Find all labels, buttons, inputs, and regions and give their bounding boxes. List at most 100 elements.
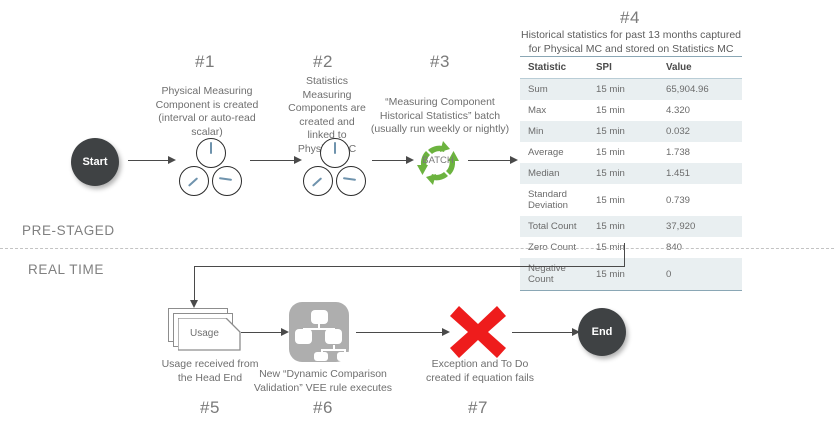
table-row: Negative Count 15 min 0 — [520, 258, 742, 291]
arrowhead-usage-to-vee — [281, 328, 289, 336]
cell-spi: 15 min — [596, 221, 625, 232]
cell-statistic: Sum — [528, 84, 548, 95]
step-number-1: #1 — [195, 52, 215, 71]
start-node: Start — [71, 138, 119, 186]
meter-icon — [320, 138, 350, 168]
cell-value: 4.320 — [666, 105, 691, 116]
step-number-5: #5 — [200, 398, 220, 417]
step-description-6: New “Dynamic Comparison Validation” VEE … — [253, 368, 393, 394]
cell-value: 1.738 — [666, 147, 691, 158]
cell-spi: 15 min — [596, 194, 625, 206]
step-number-4: #4 — [620, 8, 640, 27]
end-node-label: End — [591, 326, 613, 338]
statistics-table: Statistic SPI Value Sum 15 min 65,904.96… — [520, 56, 742, 291]
step-number-6: #6 — [313, 398, 333, 417]
usage-doc-front — [178, 318, 241, 351]
band-label-real-time: REAL TIME — [28, 262, 104, 277]
vee-link — [344, 349, 346, 354]
step-number-2: #2 — [313, 52, 333, 71]
step-description-3: “Measuring Component Historical Statisti… — [370, 96, 510, 135]
cell-statistic: Median — [528, 168, 560, 179]
cell-spi: 15 min — [596, 147, 625, 158]
connector-batch-to-table — [468, 160, 512, 162]
batch-recycle-icon: BATCH — [412, 138, 464, 188]
meter-icon — [179, 166, 209, 196]
table-header-row: Statistic SPI Value — [520, 56, 742, 79]
step-number-7: #7 — [468, 398, 488, 417]
step-description-5: Usage received from the Head End — [161, 358, 259, 384]
statistics-table-wrapper: Statistic SPI Value Sum 15 min 65,904.96… — [520, 56, 742, 291]
band-label-pre-staged: PRE-STAGED — [22, 223, 115, 238]
vee-node-root — [311, 310, 328, 324]
batch-recycle-svg — [417, 141, 459, 185]
cell-spi: 15 min — [596, 126, 625, 137]
table-row: Average 15 min 1.738 — [520, 142, 742, 163]
cell-spi: 15 min — [596, 105, 625, 116]
arrowhead-to-usage — [190, 300, 198, 308]
cell-value: 65,904.96 — [666, 84, 709, 95]
cell-value: 1.451 — [666, 168, 691, 179]
cell-spi: 15 min — [596, 84, 625, 95]
cell-value: 0 — [666, 268, 672, 280]
vee-link — [333, 345, 335, 351]
meter-icon — [303, 166, 333, 196]
vee-link — [318, 322, 320, 330]
vee-node-leaf-left — [314, 352, 328, 361]
cell-spi: 15 min — [596, 168, 625, 179]
cell-value: 0.739 — [666, 194, 691, 206]
connector-start-to-step1 — [128, 160, 170, 162]
cell-statistic: Negative Count — [528, 263, 566, 285]
table-row: Total Count 15 min 37,920 — [520, 216, 742, 237]
table-row: Min 15 min 0.032 — [520, 121, 742, 142]
connector-table-down — [624, 243, 626, 267]
cell-statistic: Average — [528, 147, 564, 158]
cell-statistic: Min — [528, 126, 544, 137]
connector-step1-to-step2 — [250, 160, 296, 162]
vee-link — [321, 349, 346, 351]
usage-doc-label: Usage — [190, 328, 219, 339]
column-header-spi: SPI — [596, 62, 612, 73]
connector-step2-to-batch — [372, 160, 408, 162]
exception-x-icon — [450, 306, 506, 363]
table-row: Median 15 min 1.451 — [520, 163, 742, 184]
table-row: Zero Count 15 min 840 — [520, 237, 742, 258]
cell-spi: 15 min — [596, 242, 625, 253]
arrowhead-vee-to-exception — [442, 328, 450, 336]
connector-to-usage-vertical — [194, 266, 196, 302]
table-header: Statistic SPI Value — [520, 56, 742, 79]
column-header-value: Value — [666, 62, 692, 73]
vee-node-right — [325, 329, 342, 344]
vee-node-left — [295, 329, 312, 344]
cell-spi: 15 min — [596, 268, 625, 280]
vee-link — [321, 349, 323, 354]
connector-vee-to-exception — [356, 332, 444, 334]
meter-icon — [336, 166, 366, 196]
meter-icon — [196, 138, 226, 168]
arrowhead-step2-to-batch — [406, 156, 414, 164]
end-node: End — [578, 308, 626, 356]
table-row: Sum 15 min 65,904.96 — [520, 78, 742, 100]
vee-node-leaf-right — [337, 352, 351, 361]
cell-statistic: Total Count — [528, 221, 577, 232]
arrowhead-start-to-step1 — [168, 156, 176, 164]
batch-label: BATCH — [422, 155, 454, 166]
step-description-1: Physical Measuring Component is created … — [155, 85, 259, 138]
cell-statistic: Standard Deviation — [528, 189, 568, 211]
connector-usage-to-vee — [241, 332, 283, 334]
arrowhead-exception-to-end — [572, 328, 580, 336]
table-row: Max 15 min 4.320 — [520, 100, 742, 121]
meter-cluster-1 — [176, 138, 244, 198]
vee-rule-icon — [289, 302, 351, 362]
cell-statistic: Zero Count — [528, 242, 576, 253]
meter-cluster-2 — [300, 138, 368, 198]
table-caption: Historical statistics for past 13 months… — [520, 29, 741, 55]
vee-link — [303, 328, 335, 330]
start-node-label: Start — [82, 156, 108, 168]
arrowhead-step1-to-step2 — [294, 156, 302, 164]
connector-table-to-usage-horizontal — [194, 266, 625, 268]
cell-statistic: Max — [528, 105, 547, 116]
connector-exception-to-end — [512, 332, 574, 334]
phase-divider — [0, 248, 834, 249]
table-row: Standard Deviation 15 min 0.739 — [520, 184, 742, 216]
exception-x-svg — [450, 306, 506, 358]
